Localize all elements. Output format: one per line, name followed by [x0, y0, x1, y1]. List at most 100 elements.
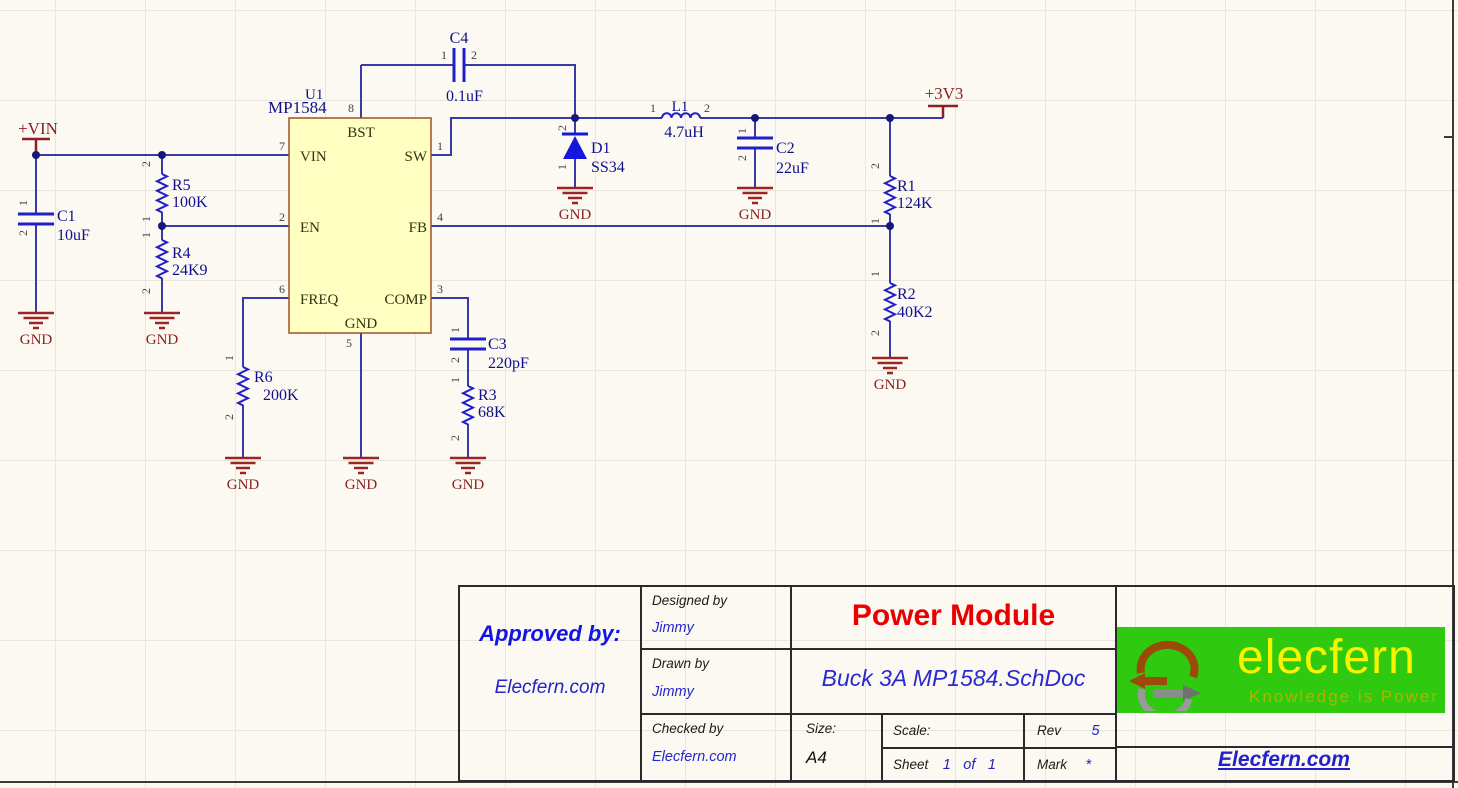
sheet-cell: Sheet 1 of 1 [883, 749, 1025, 780]
ic-pin-name: GND [345, 316, 378, 332]
logo-region [1115, 587, 1453, 780]
ic-pin-number: 2 [279, 210, 285, 224]
rev-cell: Rev 5 [1025, 715, 1115, 749]
approved-by-value: Elecfern.com [494, 677, 606, 698]
sheet-label: Sheet [893, 757, 929, 772]
drawn-by-value: Jimmy [652, 684, 694, 700]
approved-by-label: Approved by: [479, 621, 621, 646]
ic-part: MP1584 [268, 98, 327, 117]
gnd-net-label: GND [559, 207, 592, 223]
logo-tagline: Knowledge is Power [1249, 687, 1440, 706]
pin-number: 1 [441, 48, 447, 62]
pin-number: 1 [448, 327, 462, 333]
pin-number: 2 [704, 101, 710, 115]
wire [464, 64, 576, 118]
pin-number: 2 [448, 357, 462, 363]
ic-pin-name: COMP [384, 292, 427, 308]
gnd-net-label: GND [874, 377, 907, 393]
component-c1: C1 10uF 1 2 [16, 200, 90, 244]
website-link[interactable]: Elecfern.com [1218, 748, 1350, 771]
designed-by-cell: Designed by Jimmy [642, 587, 792, 650]
pin-number: 2 [471, 48, 477, 62]
pin-number: 1 [222, 355, 236, 361]
pin-number: 2 [735, 155, 749, 161]
pin-number: 2 [222, 414, 236, 420]
component-value: 10uF [57, 227, 90, 244]
component-ref: C4 [450, 30, 469, 47]
logo-name: elecfern [1237, 631, 1416, 684]
scale-cell: Scale: [883, 715, 1025, 749]
ic-pin-number: 3 [437, 282, 443, 296]
checked-by-label: Checked by [652, 721, 724, 736]
component-value: 220pF [488, 355, 529, 372]
wires [35, 64, 943, 458]
gnd-symbol [450, 456, 486, 475]
gnd-symbol [557, 186, 593, 205]
component-value: 4.7uH [664, 124, 704, 141]
mark-cell: Mark * [1025, 749, 1115, 780]
size-cell: Size: A4 [792, 715, 883, 780]
pin-number: 1 [868, 271, 882, 277]
ic-pin-name: FREQ [300, 292, 339, 308]
drawn-by-label: Drawn by [652, 656, 710, 671]
component-l1: L1 4.7uH 1 2 [650, 99, 710, 141]
approved-by-cell: Approved by: Elecfern.com [460, 587, 642, 780]
page-title: Power Module [851, 599, 1056, 632]
power-port-3v3 [928, 104, 958, 118]
component-u1: U1 MP1584 BST VIN EN FREQ SW FB COMP GND… [268, 87, 443, 350]
ic-pin-number: 8 [348, 101, 354, 115]
size-value: A4 [806, 748, 827, 767]
component-d1: D1 SS34 2 1 [555, 125, 625, 176]
gnd-net-label: GND [227, 477, 260, 493]
component-value: 124K [897, 195, 933, 212]
drawn-by-cell: Drawn by Jimmy [642, 650, 792, 715]
elecfern-logo-icon [1129, 640, 1201, 711]
pin-number: 1 [555, 164, 569, 170]
document-cell: Buck 3A MP1584.SchDoc [792, 650, 1115, 715]
wire [431, 297, 469, 339]
scale-label: Scale: [893, 723, 931, 738]
mark-label: Mark [1037, 757, 1067, 772]
sheet-of-label: of [963, 757, 976, 773]
component-c3: C3 220pF 1 2 [448, 327, 529, 372]
component-ref: R3 [478, 387, 497, 404]
component-r6: R6 200K 1 2 [222, 355, 299, 420]
ic-pin-number: 6 [279, 282, 285, 296]
pin-number: 2 [139, 161, 153, 167]
ic-pin-name: VIN [300, 149, 327, 165]
component-value: 68K [478, 404, 506, 421]
pin-number: 2 [448, 435, 462, 441]
pin-number: 1 [650, 101, 656, 115]
pin-number: 2 [16, 230, 30, 236]
component-value: 100K [172, 194, 208, 211]
component-r4: R4 24K9 1 2 [139, 232, 208, 294]
document-name: Buck 3A MP1584.SchDoc [821, 665, 1086, 691]
gnd-net-label: GND [20, 332, 53, 348]
sheet-total: 1 [987, 757, 996, 773]
rev-value: 5 [1091, 723, 1100, 739]
title-block-divider [1115, 746, 1453, 748]
pin-number: 2 [555, 125, 569, 131]
junction-dots [32, 114, 894, 230]
sheet-number: 1 [942, 757, 951, 773]
ic-body [288, 117, 432, 334]
pin-number: 1 [139, 216, 153, 222]
component-c2: C2 22uF 1 2 [735, 128, 809, 177]
ic-pin-name: SW [405, 149, 428, 165]
component-ref: C3 [488, 336, 507, 353]
ic-pin-name: FB [409, 220, 427, 236]
component-ref: R6 [254, 369, 273, 386]
gnd-symbol [18, 311, 54, 330]
component-value: SS34 [591, 159, 625, 176]
gnd-net-label: GND [739, 207, 772, 223]
component-ref: L1 [672, 99, 689, 115]
gnd-net-label: GND [146, 332, 179, 348]
gnd-symbol [872, 356, 908, 375]
component-value: 24K9 [172, 262, 208, 279]
pin-number: 1 [139, 232, 153, 238]
wire [242, 297, 289, 367]
component-ref: C1 [57, 208, 76, 225]
component-ref: R4 [172, 245, 191, 262]
elecfern-logo: elecfern Knowledge is Power [1117, 627, 1445, 713]
